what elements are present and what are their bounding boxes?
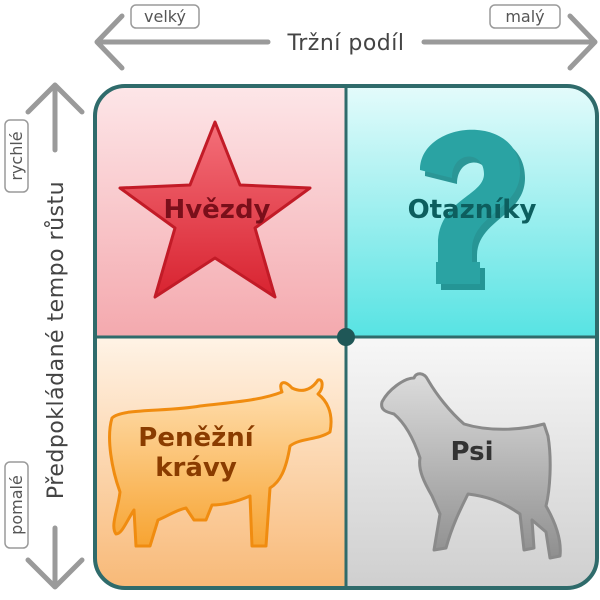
left-end-tag-box — [130, 4, 200, 29]
star-icon — [118, 120, 312, 299]
matrix-frame — [93, 84, 599, 590]
left-end-tag: velký — [144, 7, 186, 26]
question-mark-dot — [436, 262, 480, 284]
right-end-tag: malý — [505, 7, 544, 26]
center-dot — [337, 328, 355, 346]
vertical-axis-title: Předpokládané tempo růstu — [44, 181, 69, 499]
horizontal-axis-title: Tržní podíl — [287, 31, 405, 56]
quadrant-label-cash-cows-line2: krávy — [155, 453, 237, 483]
quadrant-label-question-marks: Otazníky — [408, 195, 537, 225]
dog-icon — [380, 372, 562, 560]
cow-icon — [108, 378, 333, 548]
top-end-tag-box — [4, 119, 29, 193]
quadrant-label-dogs: Psi — [451, 437, 494, 467]
quadrant-label-cash-cows-line1: Peněžní — [138, 423, 255, 453]
quadrant-label-stars: Hvězdy — [163, 195, 270, 225]
bottom-end-tag: pomalé — [7, 475, 26, 535]
right-end-tag-box — [489, 4, 561, 29]
top-end-tag: rychlé — [7, 131, 26, 180]
horizontal-axis: Tržní podíl velký malý — [94, 4, 598, 71]
vertical-axis: Předpokládané tempo růstu rychlé pomalé — [4, 82, 85, 590]
question-mark-front — [420, 129, 520, 262]
bottom-end-tag-box — [4, 461, 29, 549]
